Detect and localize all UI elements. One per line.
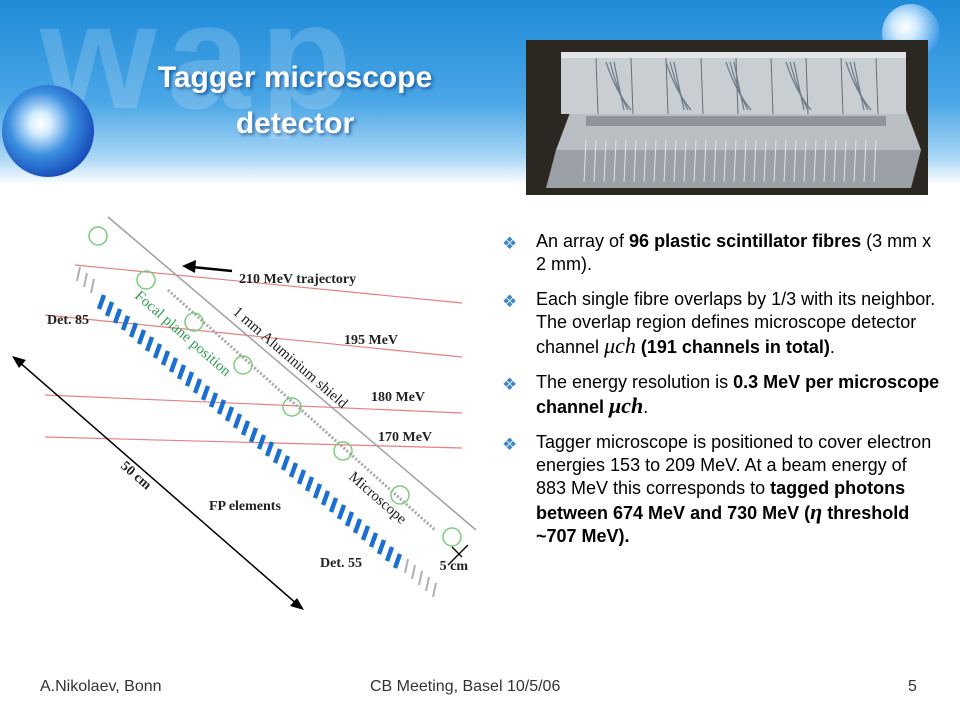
length-arrow	[12, 356, 304, 610]
fp-elements-label: FP elements	[209, 499, 281, 514]
energy-195-label: 195 MeV	[344, 333, 398, 348]
title-line-2: detector	[235, 107, 355, 140]
trajectory-circles	[88, 226, 462, 547]
diamond-bullet-icon: ❖	[502, 375, 518, 394]
bullet-item: ❖ Each single fibre overlaps by 1/3 with…	[502, 289, 936, 358]
tagger-diagram: 210 MeV trajectory Det. 85 195 MeV 180 M…	[12, 216, 477, 610]
slide-title: Tagger microscope detector	[100, 55, 490, 147]
diamond-bullet-icon: ❖	[502, 234, 518, 253]
detector-photo-drawing	[526, 40, 928, 195]
width-arrow	[447, 544, 469, 566]
trajectory-lines	[44, 264, 463, 449]
diamond-bullet-icon: ❖	[502, 292, 518, 311]
title-line-1: Tagger microscope	[157, 61, 433, 94]
globe-orb-icon	[2, 85, 94, 177]
footer-meeting: CB Meeting, Basel 10/5/06	[370, 678, 561, 695]
footer-author: A.Nikolaev, Bonn	[40, 678, 162, 695]
trajectory-arrow	[182, 260, 233, 273]
trajectory-label: 210 MeV trajectory	[239, 272, 356, 287]
footer-page-number: 5	[908, 678, 917, 695]
bullet-item: ❖ An array of 96 plastic scintillator fi…	[502, 231, 932, 274]
det55-label: Det. 55	[320, 556, 362, 571]
energy-170-label: 170 MeV	[378, 430, 432, 445]
energy-180-label: 180 MeV	[371, 390, 425, 405]
fp-elements	[96, 294, 403, 569]
diamond-bullet-icon: ❖	[502, 435, 518, 454]
detector-photo	[526, 40, 928, 195]
housing-line	[107, 216, 477, 531]
bullet-list: ❖ An array of 96 plastic scintillator fi…	[500, 230, 940, 560]
bullet-item: ❖ Tagger microscope is positioned to cov…	[502, 432, 932, 546]
width-label: 5 cm	[440, 559, 469, 574]
outer-ticks	[76, 266, 437, 598]
bullet-item: ❖ The energy resolution is 0.3 MeV per m…	[502, 372, 940, 418]
det85-label: Det. 85	[47, 313, 89, 328]
